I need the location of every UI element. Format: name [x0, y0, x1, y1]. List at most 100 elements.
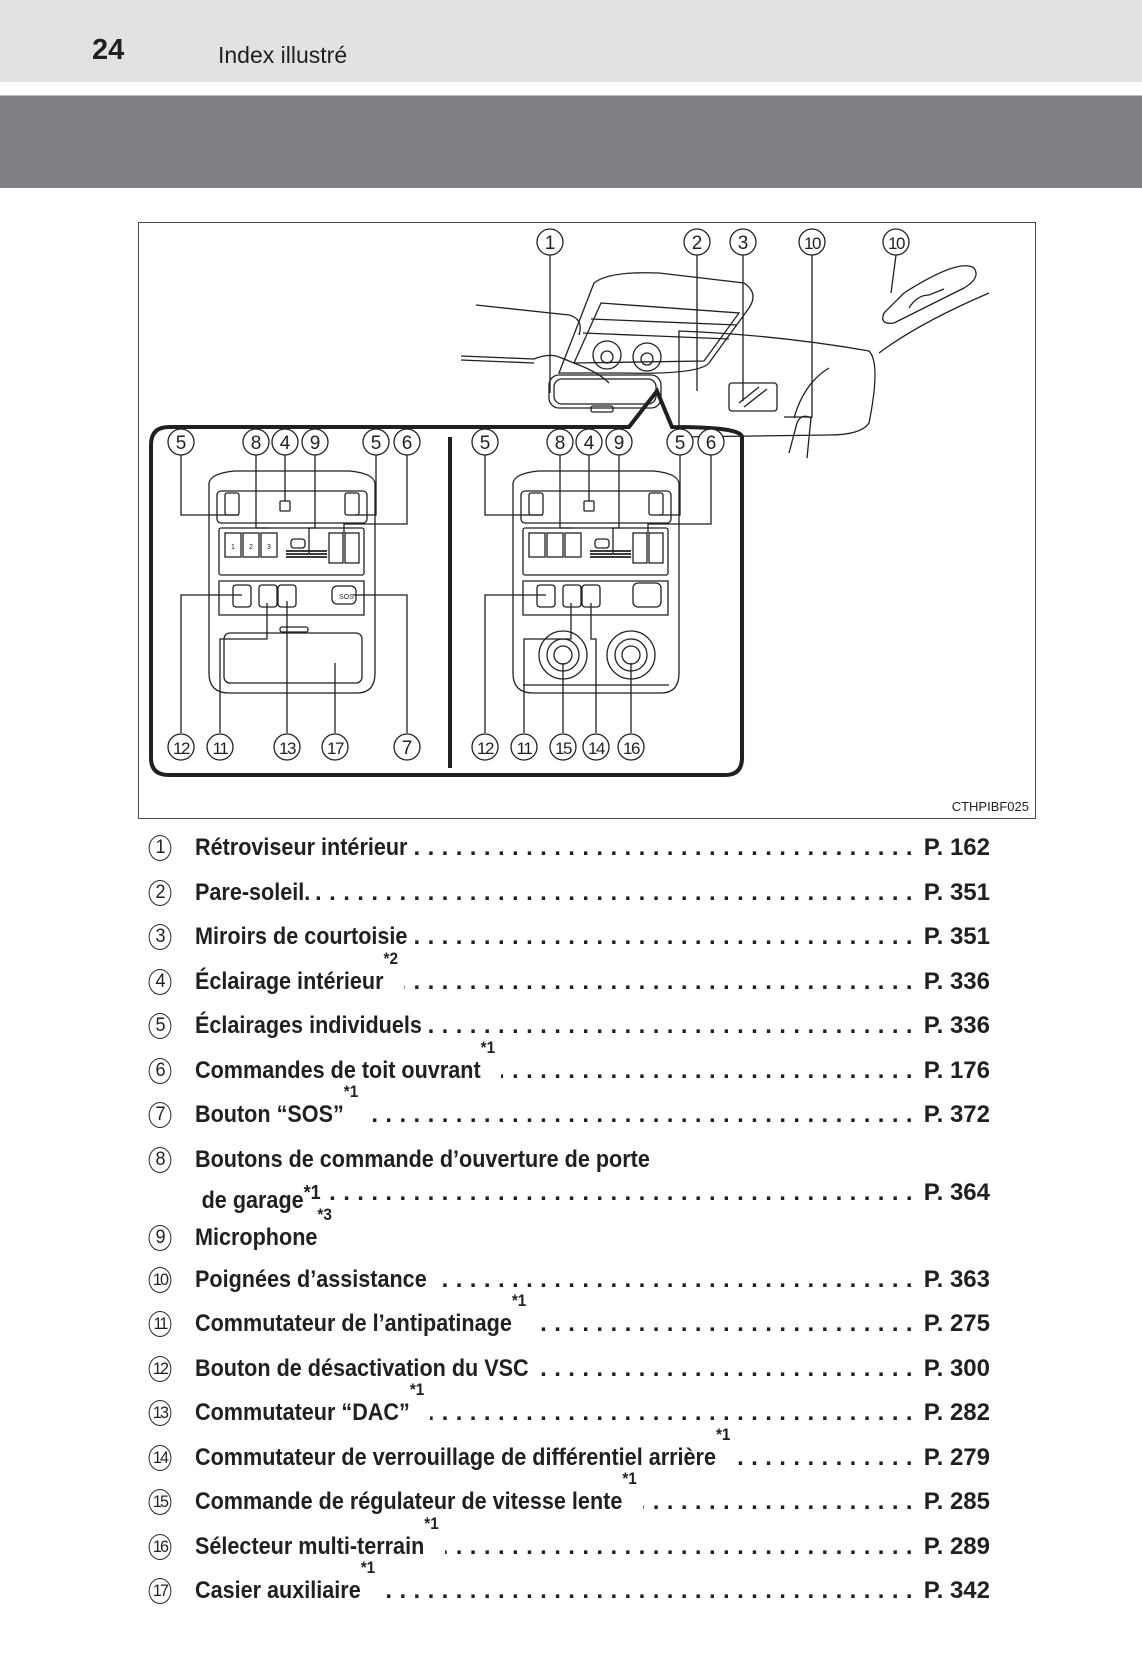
page-reference: P. 176 [923, 1056, 990, 1084]
leader-dots: ........................................… [445, 1532, 920, 1560]
page-header-band [0, 0, 1142, 82]
footnote-marker: *1 [511, 1291, 527, 1310]
item-label-text: Rétroviseur intérieur [195, 834, 408, 861]
leader-dots: ........................................… [433, 1265, 920, 1293]
left-callout-12: 12 [167, 733, 195, 761]
page-reference: P. 275 [923, 1310, 990, 1337]
svg-text:8: 8 [555, 433, 566, 454]
right-callout-5b: 5 [666, 428, 694, 456]
item-label-text: Miroirs de courtoisie [195, 923, 408, 950]
item-label: Sélecteur multi-terrain*1 [195, 1515, 439, 1570]
item-label-text: Commutateur de l’antipatinage [195, 1310, 512, 1337]
leader-dots: ........................................… [501, 1056, 920, 1084]
svg-text:8: 8 [251, 433, 262, 454]
leader-dots: ........................................… [532, 1310, 920, 1337]
leader-dots: ........................................… [403, 967, 920, 995]
item-label-text: Casier auxiliaire [195, 1577, 361, 1604]
svg-text:16: 16 [623, 739, 640, 758]
item-number-badge: 8 [148, 1146, 172, 1173]
svg-text:4: 4 [280, 433, 291, 454]
footnote-marker: *1 [303, 1182, 321, 1204]
assist-grip-shape [882, 265, 977, 324]
page-reference: P. 342 [923, 1577, 990, 1604]
left-callout-11: 11 [206, 733, 234, 761]
right-callout-11: 11 [510, 733, 538, 761]
footnote-marker: *1 [622, 1469, 637, 1488]
page-reference: P. 279 [923, 1443, 990, 1471]
svg-text:12: 12 [477, 739, 494, 758]
item-label: Rétroviseur intérieur [195, 826, 407, 871]
page-reference: P. 162 [923, 834, 990, 861]
right-callout-6: 6 [697, 428, 725, 456]
page-title: Index illustré [218, 42, 348, 68]
right-callout-4: 4 [575, 428, 603, 456]
page-reference: P. 285 [923, 1488, 990, 1515]
svg-text:5: 5 [480, 433, 491, 454]
item-number-badge: 12 [148, 1355, 172, 1382]
svg-text:2: 2 [692, 233, 703, 254]
svg-text:15: 15 [555, 739, 572, 758]
page-reference: P. 289 [923, 1532, 990, 1560]
svg-text:11: 11 [517, 739, 533, 758]
leader-dots: ........................................… [430, 1399, 920, 1426]
right-callout-leaders [484, 455, 712, 733]
illustration-drawing: SOS [149, 228, 990, 777]
footnote-marker: *1 [360, 1558, 376, 1577]
item-label: Éclairages individuels [195, 1004, 422, 1049]
page-reference: P. 336 [923, 1012, 990, 1039]
item-label: Commutateur de verrouillage de différent… [195, 1426, 730, 1481]
leader-dots: ........................................… [427, 1012, 920, 1039]
page-reference: P. 364 [923, 1179, 990, 1206]
item-number-badge: 5 [148, 1013, 172, 1039]
callout-10: 10 [798, 228, 826, 256]
svg-text:5: 5 [176, 433, 187, 454]
callout-10b: 10 [882, 228, 910, 256]
item-label-text: Bouton “SOS” [195, 1101, 344, 1128]
left-callout-7: 7 [393, 733, 421, 761]
overhead-console-illustration: SOS [138, 222, 1036, 819]
page-reference: P. 336 [923, 967, 990, 995]
leader-dots: ........................................… [364, 1101, 920, 1128]
svg-text:12: 12 [173, 739, 190, 758]
windshield-edge [460, 354, 610, 384]
svg-text:2: 2 [249, 544, 253, 551]
item-label: Commande de régulateur de vitesse lente*… [195, 1470, 637, 1525]
left-callout-9: 9 [301, 428, 329, 456]
leader-dots: ........................................… [413, 923, 920, 950]
svg-text:3: 3 [738, 233, 749, 254]
item-number-badge: 2 [148, 879, 172, 906]
item-label-text-2: de garage [201, 1187, 304, 1214]
item-label: Commutateur de l’antipatinage*1 [195, 1292, 526, 1347]
leader-dots: ........................................… [381, 1577, 920, 1604]
item-number-badge: 7 [148, 1102, 172, 1128]
item-label-text: Pare-soleil. [195, 878, 311, 906]
svg-text:9: 9 [614, 433, 625, 454]
list-item: 5 Éclairages individuels P. 336...........… [148, 1004, 990, 1049]
item-label: Commutateur “DAC”*1 [195, 1381, 424, 1436]
item-number-badge: 14 [148, 1444, 172, 1471]
item-label: Miroirs de courtoisie [195, 915, 407, 960]
item-label-text: Microphone [195, 1223, 318, 1251]
svg-text:5: 5 [371, 433, 382, 454]
leader-dots: ........................................… [643, 1488, 920, 1515]
footnote-marker: *1 [480, 1037, 496, 1057]
item-label: Commandes de toit ouvrant*1 [195, 1039, 495, 1094]
page-reference: P. 363 [923, 1265, 990, 1293]
callout-1: 1 [536, 228, 564, 256]
page-reference: P. 282 [923, 1399, 990, 1426]
svg-text:9: 9 [310, 433, 321, 454]
svg-text:10: 10 [888, 234, 905, 253]
svg-text:6: 6 [706, 433, 717, 454]
left-callout-5a: 5 [167, 428, 195, 456]
page-reference: P. 351 [923, 923, 990, 950]
footnote-marker: *3 [317, 1204, 332, 1224]
left-callout-13: 13 [273, 733, 301, 761]
svg-text:14: 14 [588, 739, 605, 758]
